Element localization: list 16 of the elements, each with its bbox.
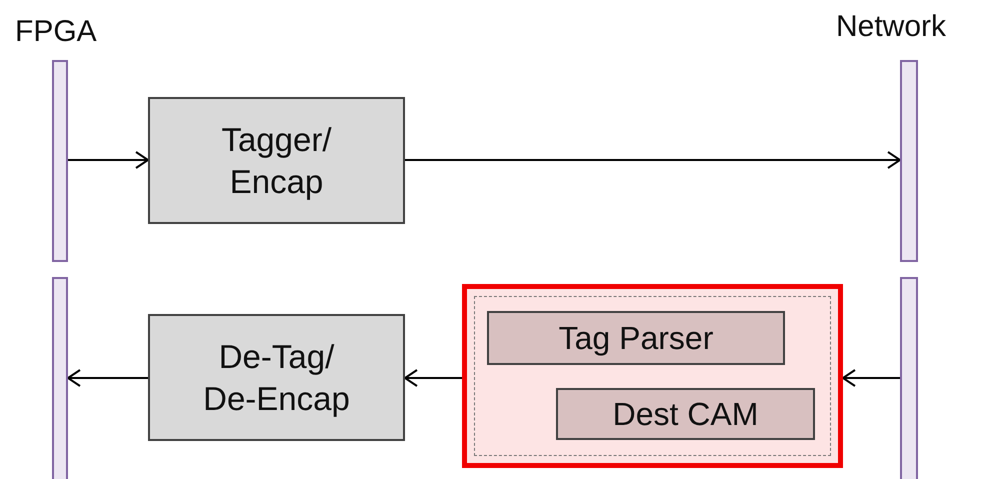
interface-bar — [900, 60, 918, 262]
interface-bar — [52, 277, 68, 479]
interface-label: Network — [836, 10, 946, 44]
arrow — [67, 369, 148, 387]
interface-label: FPGA — [15, 15, 97, 49]
arrow — [404, 369, 462, 387]
process-box: Tagger/ Encap — [148, 97, 405, 224]
highlight-box — [462, 284, 843, 468]
arrow — [405, 151, 901, 169]
process-box: Dest CAM — [556, 388, 815, 440]
interface-bar — [52, 60, 68, 262]
interface-bar — [900, 277, 918, 479]
process-box: Tag Parser — [487, 311, 785, 365]
arrow — [68, 151, 149, 169]
process-box: De-Tag/ De-Encap — [148, 314, 405, 441]
arrow — [842, 369, 900, 387]
